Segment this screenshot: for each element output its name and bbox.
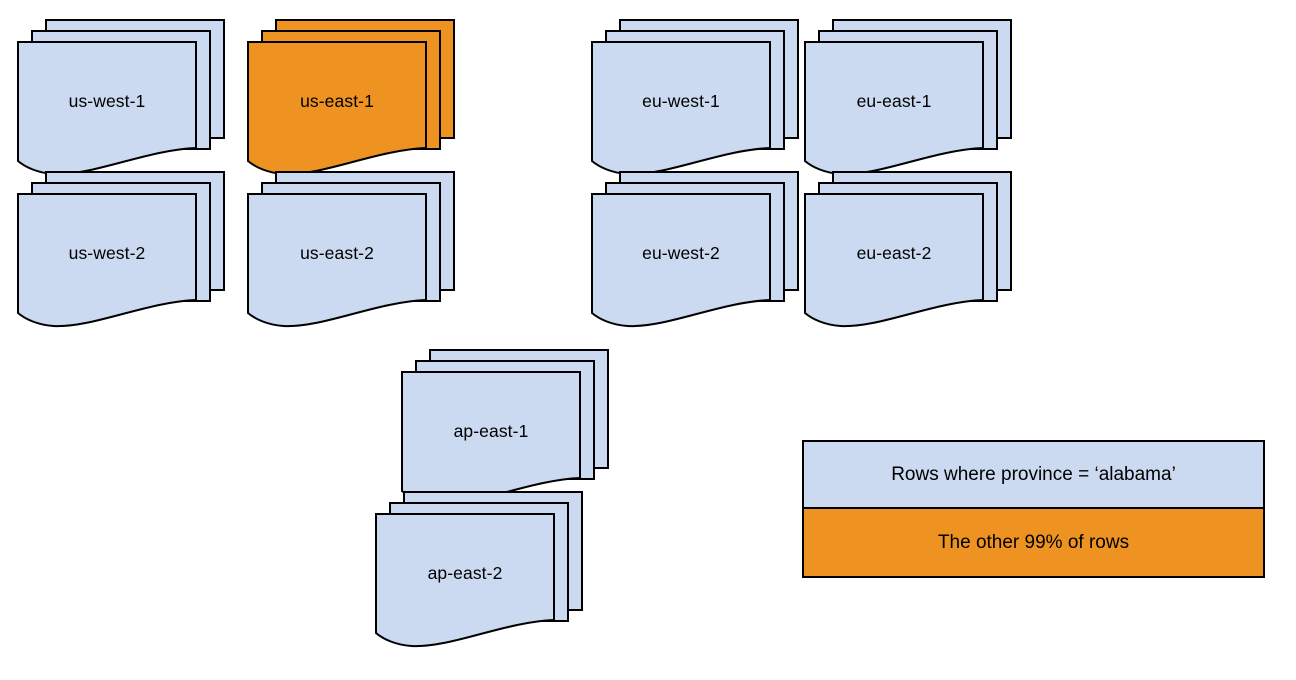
- legend-label-highlight: The other 99% of rows: [937, 531, 1130, 553]
- legend: Rows where province = ‘alabama’ The othe…: [802, 440, 1265, 578]
- shard-stack-us-west-2[interactable]: us-west-2: [17, 171, 226, 328]
- shard-sheet-layer-2: [247, 41, 427, 176]
- shard-stack-us-west-1[interactable]: us-west-1: [17, 19, 226, 176]
- shard-stack-ap-east-2[interactable]: ap-east-2: [375, 491, 584, 648]
- legend-row-highlight: The other 99% of rows: [804, 509, 1263, 576]
- legend-row-default: Rows where province = ‘alabama’: [804, 442, 1263, 509]
- shard-stack-us-east-1[interactable]: us-east-1: [247, 19, 456, 176]
- shard-stack-us-east-2[interactable]: us-east-2: [247, 171, 456, 328]
- shard-sheet-layer-2: [375, 513, 555, 648]
- shard-sheet-layer-2: [804, 41, 984, 176]
- shard-sheet-layer-2: [247, 193, 427, 328]
- shard-sheet-layer-2: [17, 193, 197, 328]
- shard-stack-eu-east-1[interactable]: eu-east-1: [804, 19, 1013, 176]
- legend-label-default: Rows where province = ‘alabama’: [891, 463, 1176, 485]
- shard-sheet-layer-2: [591, 41, 771, 176]
- shard-sheet-layer-2: [401, 371, 581, 506]
- shard-sheet-layer-2: [804, 193, 984, 328]
- shard-sheet-layer-2: [591, 193, 771, 328]
- shard-stack-eu-west-2[interactable]: eu-west-2: [591, 171, 800, 328]
- shard-sheet-layer-2: [17, 41, 197, 176]
- shard-stack-ap-east-1[interactable]: ap-east-1: [401, 349, 610, 506]
- shard-stack-eu-west-1[interactable]: eu-west-1: [591, 19, 800, 176]
- shard-stack-eu-east-2[interactable]: eu-east-2: [804, 171, 1013, 328]
